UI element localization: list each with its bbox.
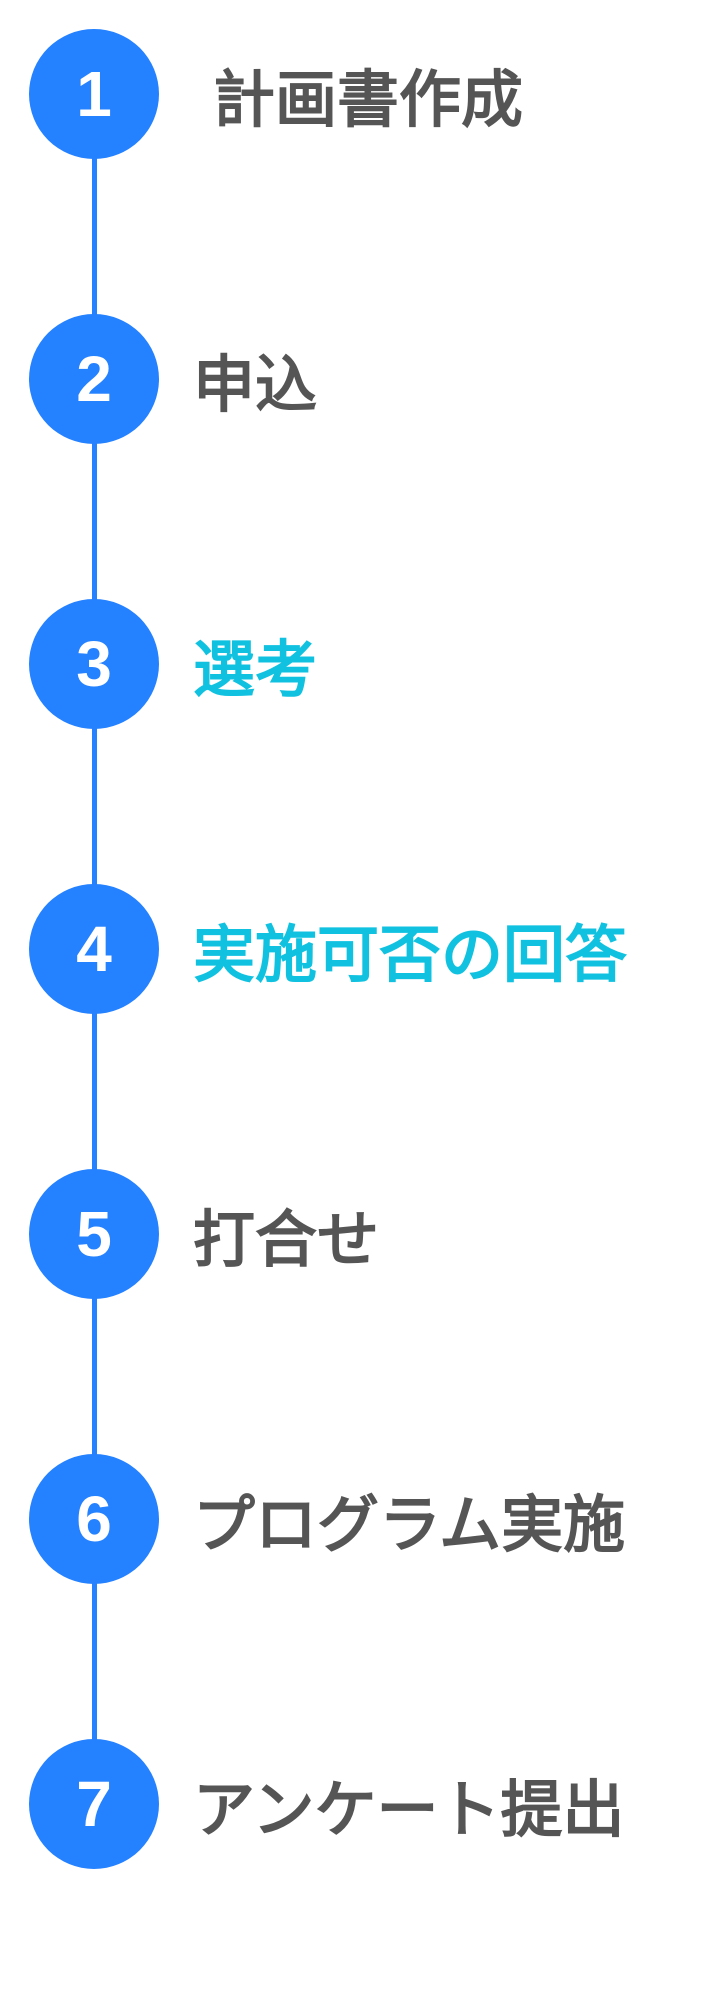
step-number-badge: 4 xyxy=(29,884,159,1014)
step-2: 2 申込 xyxy=(29,314,317,444)
step-label: 計画書作成 xyxy=(213,63,524,136)
step-label: 選考 xyxy=(193,633,318,706)
step-4: 4 実施可否の回答 xyxy=(29,884,627,1014)
step-1: 1 計画書作成 xyxy=(29,29,523,159)
step-number-badge: 1 xyxy=(29,29,159,159)
step-label: アンケート提出 xyxy=(193,1773,625,1846)
step-label: プログラム実施 xyxy=(193,1488,626,1561)
step-number-badge: 7 xyxy=(29,1739,159,1869)
step-number-badge: 5 xyxy=(29,1169,159,1299)
step-label: 申込 xyxy=(193,348,318,421)
step-label: 打合せ xyxy=(193,1203,380,1276)
step-5: 5 打合せ xyxy=(29,1169,379,1299)
step-number-badge: 2 xyxy=(29,314,159,444)
step-number-badge: 3 xyxy=(29,599,159,729)
step-3: 3 選考 xyxy=(29,599,317,729)
step-number-badge: 6 xyxy=(29,1454,159,1584)
step-7: 7 アンケート提出 xyxy=(29,1739,625,1869)
step-6: 6 プログラム実施 xyxy=(29,1454,625,1584)
step-label: 実施可否の回答 xyxy=(193,918,628,991)
